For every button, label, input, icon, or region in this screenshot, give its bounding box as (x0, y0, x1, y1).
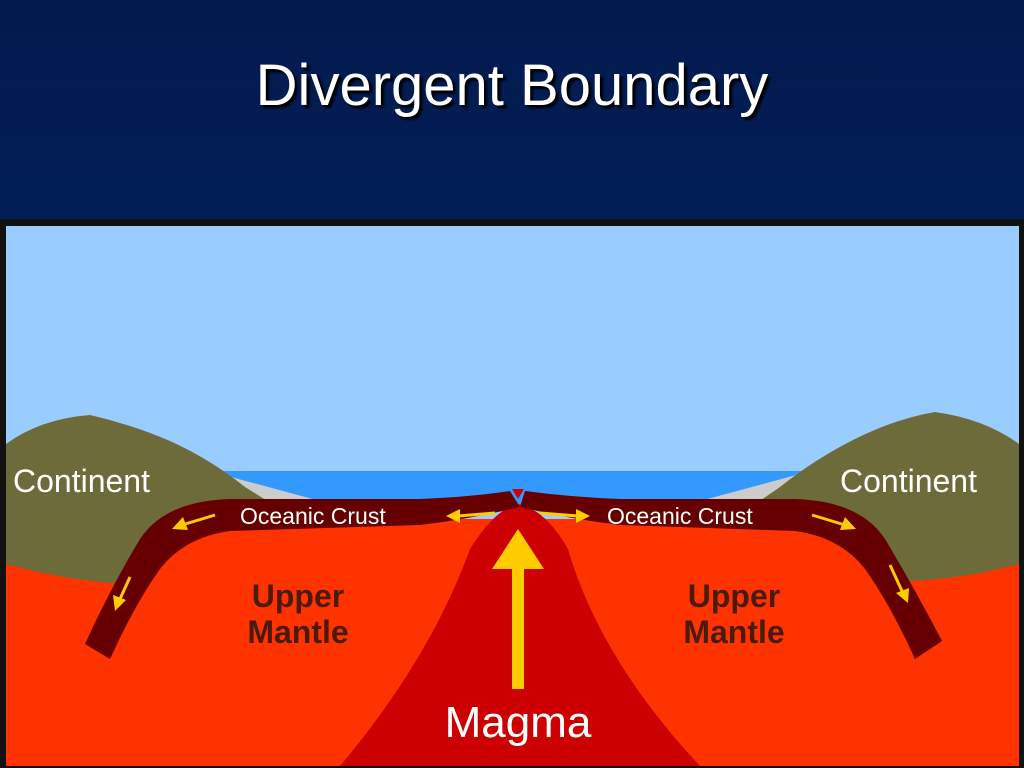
slide-title: Divergent Boundary (255, 53, 769, 118)
crust-arrow-right-mid (811, 513, 856, 530)
oceanic-crust-plate-right (520, 491, 942, 659)
crust-arrow-right-near-ridge (539, 509, 590, 523)
ridge-crest (512, 489, 524, 499)
upper-mantle-left-label-line2: Mantle (247, 614, 348, 650)
magma-label: Magma (445, 698, 592, 747)
oceanic-crust-left-label: Oceanic Crust (240, 503, 386, 529)
upper-mantle-left-label-line1: Upper (252, 578, 344, 614)
continent-left-label: Continent (13, 463, 150, 499)
crust-arrow-left-subduct (113, 576, 132, 611)
continent-left-landmass (6, 415, 280, 584)
upper-mantle-right-label-line2: Mantle (683, 614, 784, 650)
upper-mantle-right-label-line1: Upper (688, 578, 780, 614)
continent-right-landmass (748, 412, 1019, 581)
oceanic-crust-right-label: Oceanic Crust (607, 503, 753, 529)
divergent-boundary-diagram: Continent Continent Oceanic Crust Oceani… (0, 219, 1024, 768)
continent-right-label: Continent (840, 463, 977, 499)
magma-up-arrow (492, 529, 544, 689)
crust-arrow-left-near-ridge (446, 509, 496, 523)
diagram-canvas: Continent Continent Oceanic Crust Oceani… (0, 219, 1024, 768)
crust-arrow-left-mid (172, 513, 216, 530)
oceanic-crust-plate-left (85, 491, 520, 659)
crust-arrow-right-subduct (888, 564, 909, 603)
